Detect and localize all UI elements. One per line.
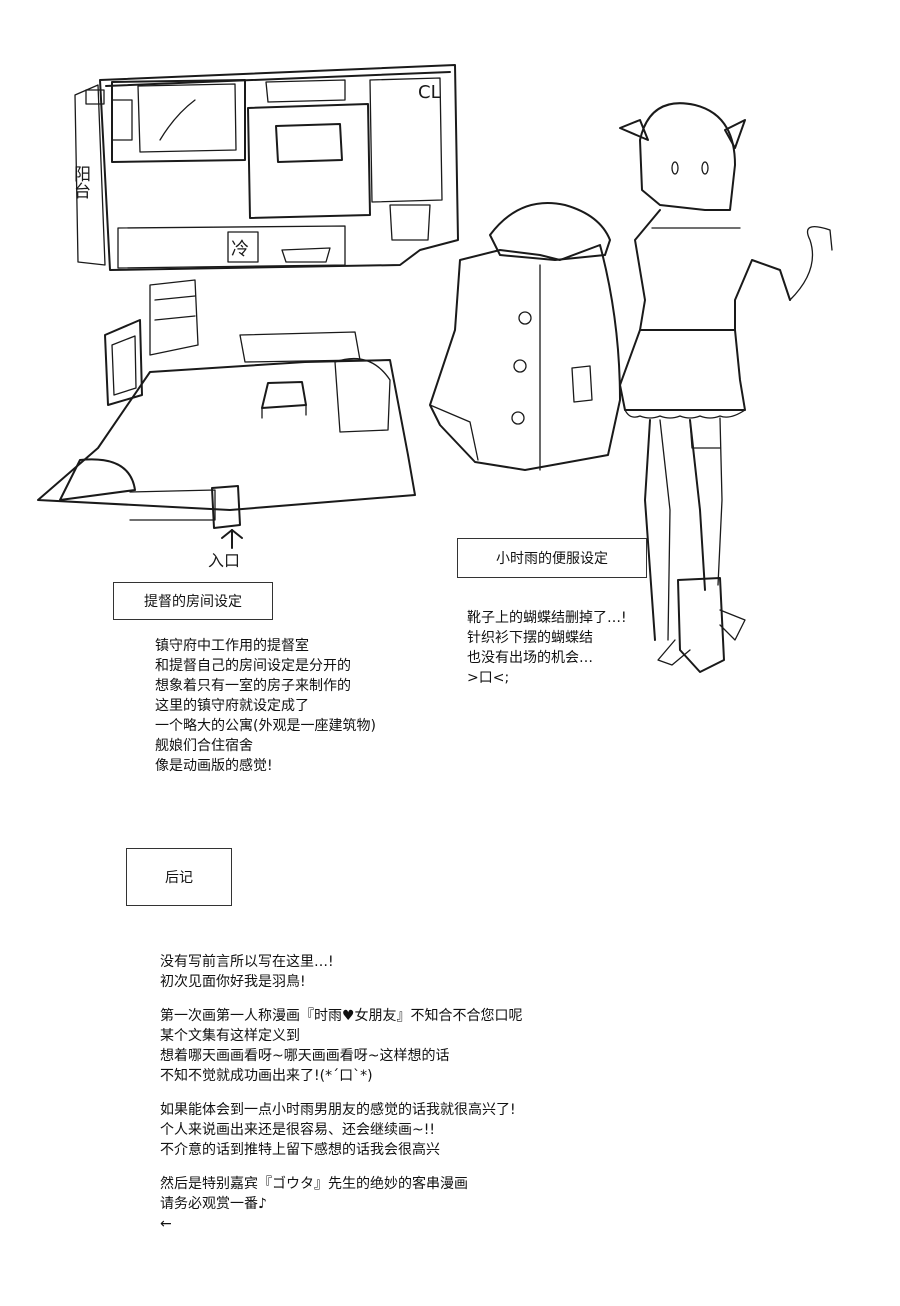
room-settings-text: 镇守府中工作用的提督室 和提督自己的房间设定是分开的 想象着只有一室的房子来制作… <box>155 636 376 776</box>
room-line: 和提督自己的房间设定是分开的 <box>155 658 351 674</box>
outfit-settings-heading-text: 小时雨的便服设定 <box>496 551 608 567</box>
outfit-settings-text: 靴子上的蝴蝶结删掉了…! 针织衫下摆的蝴蝶结 也没有出场的机会… >口<; <box>467 608 627 688</box>
outfit-line: 针织衫下摆的蝴蝶结 <box>467 630 593 646</box>
afterword-line: 如果能体会到一点小时雨男朋友的感觉的话我就很高兴了! <box>160 1102 516 1118</box>
balcony-label: 阳台 <box>70 165 90 199</box>
room-line: 像是动画版的感觉! <box>155 758 273 774</box>
afterword-line: 不介意的话到推特上留下感想的话我会很高兴 <box>160 1142 440 1158</box>
afterword-line: 第一次画第一人称漫画『时雨♥女朋友』不知合不合您口呢 <box>160 1008 523 1024</box>
room-settings-heading-text: 提督的房间设定 <box>144 594 242 610</box>
outfit-line: 靴子上的蝴蝶结删掉了…! <box>467 610 627 626</box>
afterword-line: ← <box>160 1216 172 1232</box>
afterword-heading-text: 后记 <box>165 870 193 886</box>
fridge-label: 冷 <box>231 239 249 260</box>
afterword-line: 某个文集有这样定义到 <box>160 1028 300 1044</box>
afterword-heading: 后记 <box>126 848 232 906</box>
outfit-line: >口<; <box>467 670 510 686</box>
coat-sketch <box>429 202 621 471</box>
room-perspective-sketch: 入口 <box>37 279 416 570</box>
outfit-line: 也没有出场的机会… <box>467 650 593 666</box>
afterword-line: 然后是特别嘉宾『ゴウタ』先生的绝妙的客串漫画 <box>160 1176 468 1192</box>
room-line: 这里的镇守府就设定成了 <box>155 698 309 714</box>
afterword-line: 请务必观赏一番♪ <box>160 1196 267 1212</box>
room-line: 镇守府中工作用的提督室 <box>155 638 309 654</box>
afterword-line: 不知不觉就成功画出来了!(*´口`*) <box>160 1068 373 1084</box>
afterword-line: 没有写前言所以写在这里…! <box>160 954 334 970</box>
room-line: 想象着只有一室的房子来制作的 <box>155 678 351 694</box>
afterword-line: 想着哪天画画看呀~哪天画画看呀~这样想的话 <box>160 1048 450 1064</box>
afterword-text: 没有写前言所以写在这里…! 初次见面你好我是羽鳥! 第一次画第一人称漫画『时雨♥… <box>160 952 523 1234</box>
character-sketch <box>619 102 833 673</box>
afterword-line: 初次见面你好我是羽鳥! <box>160 974 306 990</box>
outfit-settings-heading: 小时雨的便服设定 <box>457 538 647 578</box>
cl-label: CL <box>418 82 441 103</box>
room-line: 一个略大的公寓(外观是一座建筑物) <box>155 718 376 734</box>
room-settings-heading: 提督的房间设定 <box>113 582 273 620</box>
floor-plan-sketch: CL 冷 阳台 <box>70 64 459 271</box>
entrance-label: 入口 <box>208 551 240 570</box>
room-line: 舰娘们合住宿舍 <box>155 738 253 754</box>
afterword-line: 个人来说画出来还是很容易、还会继续画~!! <box>160 1122 435 1138</box>
